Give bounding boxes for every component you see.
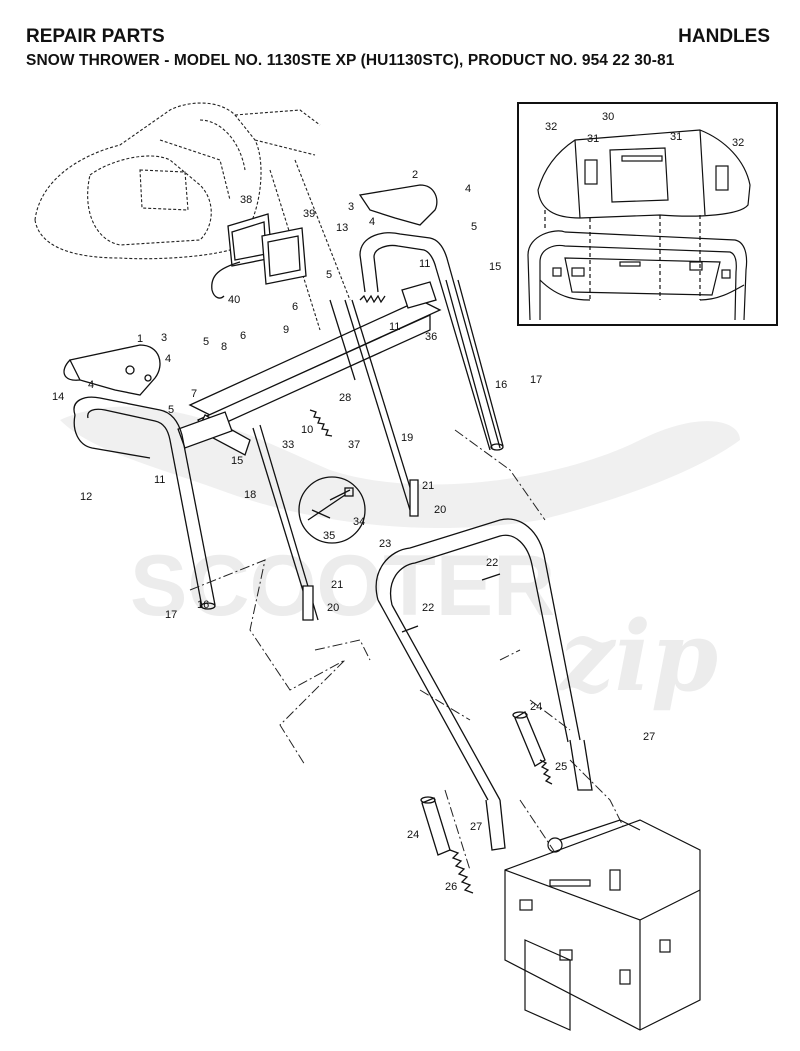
callout-inset: 31 (670, 131, 682, 143)
callout-upper-right: 6 (292, 301, 298, 313)
callout-upper-right: 5 (471, 221, 477, 233)
callout-middle: 16 (495, 379, 507, 391)
callout-upper-right: 5 (326, 269, 332, 281)
callout-lamp: 39 (303, 208, 315, 220)
detail-circle (298, 476, 366, 544)
callout-lower-handle: 26 (445, 881, 457, 893)
callout-lower-handle: 22 (422, 602, 434, 614)
callout-upper-left: 7 (191, 388, 197, 400)
watermark-brand-script: zip (558, 600, 718, 713)
callout-lower-handle: 27 (643, 731, 655, 743)
category-title: HANDLES (678, 26, 770, 47)
callout-lower-left: 20 (327, 602, 339, 614)
callout-lower-handle: 24 (530, 701, 542, 713)
callout-upper-right: 11 (389, 321, 400, 333)
callout-upper-right: 4 (369, 216, 375, 228)
callout-upper-left: 5 (203, 336, 209, 348)
callout-middle: 37 (348, 439, 360, 451)
callout-upper-left: 15 (231, 455, 243, 467)
callout-inset: 32 (545, 121, 557, 133)
callout-lower-left: 17 (165, 609, 177, 621)
callout-middle: 18 (244, 489, 256, 501)
callout-middle: 35 (323, 530, 335, 542)
callout-lower-handle: 22 (486, 557, 498, 569)
callout-upper-left: 14 (52, 391, 64, 403)
section-title: REPAIR PARTS (26, 26, 165, 47)
callout-lower-handle: 27 (470, 821, 482, 833)
callout-upper-right: 11 (419, 258, 430, 270)
callout-upper-right: 2 (412, 169, 418, 181)
left-handle (63, 344, 216, 610)
callout-upper-left: 5 (168, 404, 174, 416)
callout-lamp: 38 (240, 194, 252, 206)
dashed-guides (189, 429, 631, 871)
callout-upper-left: 8 (221, 341, 227, 353)
frame-housing (504, 819, 701, 1031)
callout-lower-handle: 24 (407, 829, 419, 841)
callout-middle: 20 (434, 504, 446, 516)
callout-inset: 32 (732, 137, 744, 149)
callout-upper-left: 4 (165, 353, 171, 365)
callout-upper-right: 15 (489, 261, 501, 273)
callout-lower-left: 16 (197, 599, 209, 611)
callout-upper-right: 13 (336, 222, 348, 234)
callout-middle: 19 (401, 432, 413, 444)
callout-upper-left: 12 (80, 491, 92, 503)
callout-middle: 21 (422, 480, 434, 492)
callout-middle: 10 (301, 424, 313, 436)
callout-lower-handle: 25 (555, 761, 567, 773)
callout-lamp: 40 (228, 294, 240, 306)
lower-handle (375, 518, 593, 894)
watermark-brand-main: SCOOTER (130, 538, 555, 634)
callout-upper-right: 9 (283, 324, 289, 336)
inset-box (517, 102, 778, 326)
work-lamp (211, 213, 307, 299)
callout-upper-left: 3 (161, 332, 167, 344)
callout-upper-right: 4 (465, 183, 471, 195)
callout-lower-handle: 23 (379, 538, 391, 550)
callout-middle: 33 (282, 439, 294, 451)
callout-upper-left: 6 (240, 330, 246, 342)
model-subtitle: SNOW THROWER - MODEL NO. 1130STE XP (HU1… (26, 52, 675, 69)
callout-upper-left: 4 (88, 379, 94, 391)
callout-inset: 31 (587, 133, 599, 145)
callout-upper-left: 11 (154, 474, 165, 486)
callout-upper-right: 36 (425, 331, 437, 343)
callout-middle: 28 (339, 392, 351, 404)
upper-linkage (177, 184, 504, 621)
callout-lower-left: 21 (331, 579, 343, 591)
watermark: SCOOTER zip (60, 406, 740, 713)
callout-upper-left: 1 (137, 333, 143, 345)
callout-labels: 30 31 31 32 32 38 39 40 2 3 4 4 5 5 13 1… (52, 111, 744, 893)
callout-middle: 34 (353, 516, 365, 528)
hood-dashed (34, 102, 351, 331)
callout-middle: 17 (530, 374, 542, 386)
callout-upper-right: 3 (348, 201, 354, 213)
callout-inset: 30 (602, 111, 614, 123)
